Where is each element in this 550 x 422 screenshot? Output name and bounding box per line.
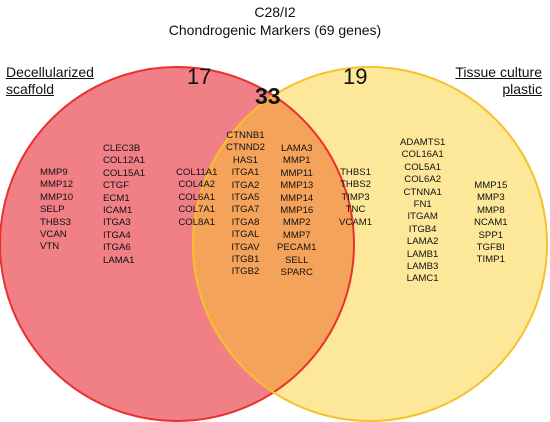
gene-label: LAMA3 — [280, 143, 313, 154]
left-set-label-line1: Decellularized — [6, 64, 94, 80]
gene-label: ITGA5 — [231, 192, 260, 204]
gene-label: MMP13 — [280, 180, 314, 192]
figure-title-line1: C28/I2 — [254, 4, 296, 20]
gene-label: SPARC — [280, 267, 313, 279]
gene-label: ECM1 — [103, 192, 130, 204]
gene-label: ADAMTS1 — [400, 137, 446, 148]
gene-label: SELL — [284, 254, 309, 266]
gene-label: ICAM1 — [103, 205, 133, 217]
gene-label: CTNNA1 — [403, 186, 442, 198]
gene-label: MMP15 — [474, 180, 508, 191]
gene-label: MMP7 — [282, 229, 311, 241]
gene-label: COL5A1 — [404, 161, 442, 173]
gene-label: ITGA7 — [231, 204, 260, 216]
gene-label: CTNNB1 — [226, 130, 265, 141]
gene-label: ITGAL — [231, 229, 260, 241]
gene-label: THBS2 — [340, 179, 371, 191]
gene-label: COL7A1 — [178, 204, 216, 216]
left-only-count: 17 — [187, 64, 212, 89]
gene-label: COL16A1 — [401, 149, 444, 161]
gene-label: MMP11 — [280, 167, 313, 179]
gene-label: ITGAV — [231, 241, 260, 253]
gene-label: LAMA2 — [406, 236, 439, 248]
overlap-region — [193, 67, 354, 421]
gene-label: TIMP1 — [476, 254, 505, 266]
gene-label: MMP1 — [282, 155, 311, 167]
gene-label: FN1 — [413, 199, 432, 211]
right-only-count: 19 — [343, 64, 368, 89]
right-set-label-line2: plastic — [502, 81, 542, 97]
left-set-outline — [0, 66, 355, 422]
gene-label: PECAM1 — [277, 242, 317, 254]
figure-title-line2: Chondrogenic Markers (69 genes) — [168, 22, 382, 38]
gene-label: ITGA1 — [231, 167, 260, 179]
gene-label: COL11A1 — [176, 167, 218, 178]
right-set-label: Tissue culture plastic — [455, 64, 542, 98]
gene-label: THBS3 — [40, 216, 71, 228]
gene-label: COL12A1 — [103, 155, 146, 167]
gene-label: TNC — [345, 204, 366, 216]
gene-label: SELP — [40, 204, 65, 216]
gene-label: COL6A2 — [404, 174, 442, 186]
gene-label: LAMB3 — [406, 261, 439, 273]
gene-label: LAMC1 — [406, 273, 439, 285]
right-set-label-line1: Tissue culture — [455, 64, 542, 80]
gene-label: ITGA8 — [231, 216, 260, 228]
gene-label: COL8A1 — [178, 216, 216, 228]
gene-label: SPP1 — [478, 229, 504, 241]
gene-label: LAMB1 — [406, 248, 439, 260]
gene-label: VCAN — [40, 229, 67, 241]
gene-label: MMP12 — [40, 179, 74, 191]
gene-label: COL6A1 — [178, 191, 216, 203]
gene-label: CLEC3B — [103, 143, 141, 154]
gene-label: HAS1 — [232, 154, 258, 166]
gene-label: MMP16 — [280, 205, 314, 217]
gene-label: MMP8 — [476, 204, 505, 216]
left-set-label-line2: scaffold — [6, 81, 54, 97]
gene-label: ITGB1 — [231, 254, 260, 266]
gene-label: ITGA4 — [103, 229, 131, 241]
gene-label: MMP14 — [280, 192, 314, 204]
gene-label: CTNND2 — [226, 142, 265, 154]
left-set-label: Decellularized scaffold — [6, 64, 94, 98]
gene-label: LAMA1 — [103, 254, 135, 266]
gene-label: NCAM1 — [474, 217, 508, 229]
gene-label: ITGAM — [407, 211, 438, 223]
gene-label: ITGA2 — [231, 179, 260, 191]
gene-label: MMP10 — [40, 191, 74, 203]
gene-label: THBS1 — [340, 167, 371, 178]
gene-label: ITGA6 — [103, 242, 131, 254]
right-set-outline — [192, 66, 548, 422]
gene-label: MMP3 — [476, 192, 505, 204]
gene-label: VTN — [40, 241, 60, 253]
gene-label: COL4A2 — [178, 179, 216, 191]
gene-label: ITGA3 — [103, 217, 131, 229]
gene-label: MMP2 — [282, 217, 311, 229]
gene-label: TIMP3 — [341, 191, 370, 203]
gene-label: COL15A1 — [103, 167, 146, 179]
gene-label: TGFBI — [476, 242, 505, 254]
gene-label: VCAM1 — [339, 216, 373, 228]
gene-label: CTGF — [103, 180, 130, 192]
gene-label: MMP9 — [40, 167, 68, 178]
gene-label: ITGB4 — [408, 223, 437, 235]
shared-count: 33 — [255, 83, 281, 109]
gene-label: ITGB2 — [231, 266, 260, 278]
